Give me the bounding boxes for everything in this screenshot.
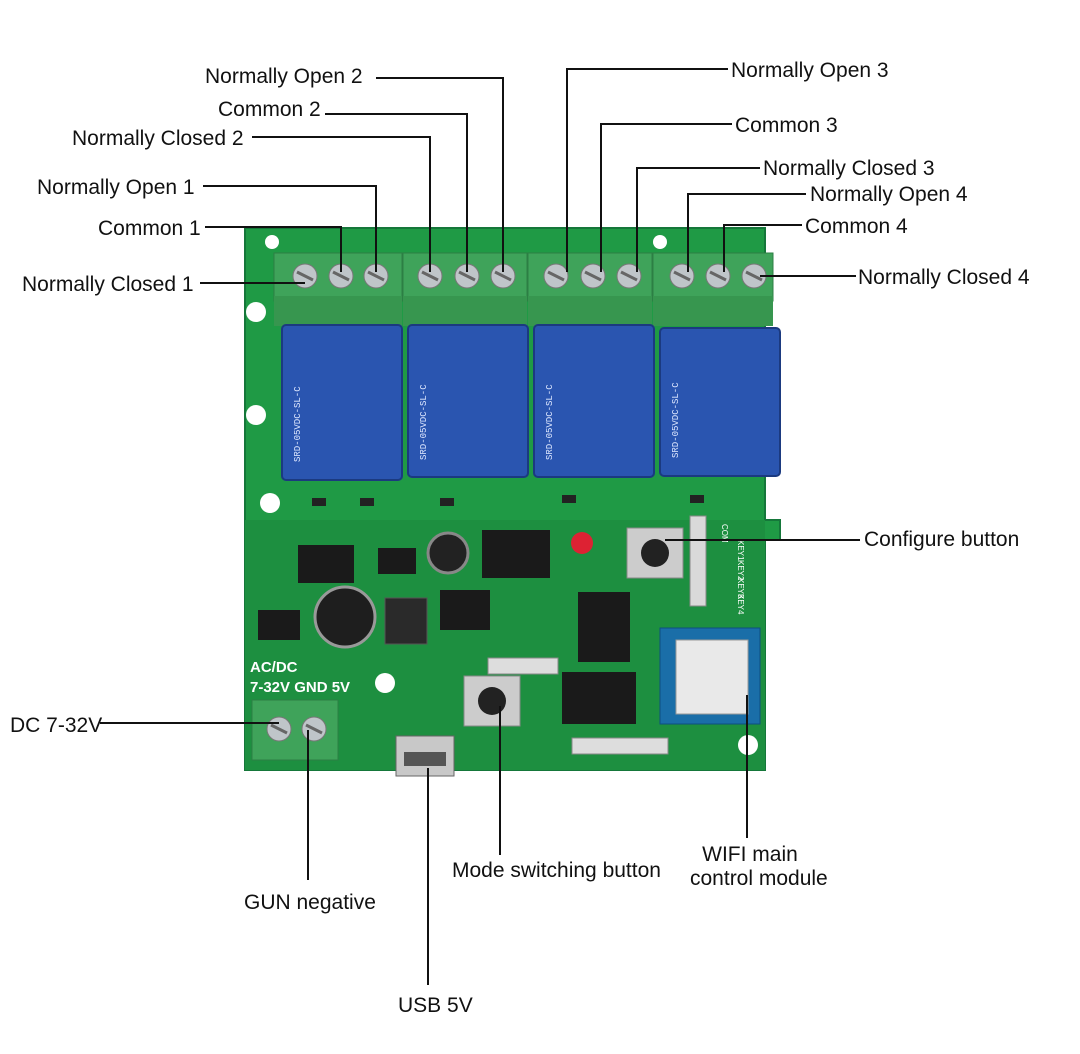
leader-lines [100,68,860,985]
mount-hole [653,235,667,249]
leader-no4 [687,193,806,272]
terminal-block-3 [527,252,653,326]
mode-tact-switch [463,675,521,727]
ic-chip [440,590,490,630]
mount-hole [246,405,266,425]
mount-hole [246,302,266,322]
red-led [571,532,593,554]
smd-part [562,495,576,503]
relay-model-text: SRD-05VDC-SL-C [545,384,555,460]
ic-chip [378,548,416,574]
micro-usb-opening [404,752,446,766]
leader-no1 [203,185,377,272]
label-usb-5v: USB 5V [398,994,473,1017]
smd-part [690,495,704,503]
label-configure-button: Configure button [864,528,1020,551]
pin-header [571,737,669,755]
label-wifi-main: WIFI main [702,843,798,866]
label-common-3: Common 3 [735,114,838,137]
terminal-block-1 [273,252,403,326]
leader-nc2 [252,136,431,272]
label-normally-open-2: Normally Open 2 [205,65,363,88]
key-label: KEY3 [736,578,745,599]
key-header-labels: COM KEY1 KEY2 KEY3 KEY4 [720,524,745,615]
leader-com4 [723,224,802,272]
silkscreen-acdc: AC/DC [250,659,298,676]
relay-model-text: SRD-05VDC-SL-C [293,386,303,462]
leader-com1 [205,226,342,272]
mode-tact-cap [478,687,506,715]
wifi-module-shield [675,639,749,715]
terminal-block-2 [402,252,528,326]
label-normally-open-4: Normally Open 4 [810,183,968,206]
label-normally-closed-2: Normally Closed 2 [72,127,244,150]
label-normally-open-1: Normally Open 1 [37,176,195,199]
label-common-1: Common 1 [98,217,201,240]
mount-hole [260,493,280,513]
label-normally-closed-3: Normally Closed 3 [763,157,935,180]
label-wifi-control-module: control module [690,867,828,890]
terminal-block-4 [652,252,774,326]
label-normally-open-3: Normally Open 3 [731,59,889,82]
ic-chip [562,672,636,724]
label-common-2: Common 2 [218,98,321,121]
leader-no2 [376,77,504,272]
smd-part [440,498,454,506]
ic-chip [482,530,550,578]
mount-hole [375,673,395,693]
relay-1: SRD-05VDC-SL-C [281,324,403,481]
smd-part [360,498,374,506]
label-normally-closed-4: Normally Closed 4 [858,266,1030,289]
ic-chip [298,545,354,583]
relay-2: SRD-05VDC-SL-C [407,324,529,478]
ic-chip [578,592,630,662]
label-common-4: Common 4 [805,215,908,238]
mount-hole [265,235,279,249]
leader-nc3 [636,167,760,272]
relay-3: SRD-05VDC-SL-C [533,324,655,478]
label-mode-switching-button: Mode switching button [452,859,661,882]
leader-com3 [600,123,732,272]
relay-4: SRD-05VDC-SL-C [659,327,781,477]
label-normally-closed-1: Normally Closed 1 [22,273,194,296]
label-gun-negative: GUN negative [244,891,376,914]
key-label: KEY1 [736,540,745,561]
capacitor [426,531,470,575]
label-dc-input: DC 7-32V [10,714,103,737]
key-label: KEY2 [736,560,745,581]
ic-chip [258,610,300,640]
leader-no3 [566,68,728,272]
smd-part [312,498,326,506]
relay-model-text: SRD-05VDC-SL-C [419,384,429,460]
silkscreen-voltage: 7-32V GND 5V [250,679,350,696]
pin-header [487,657,559,675]
key-label: COM [720,524,729,543]
inductor [384,597,428,645]
configure-tact-cap [641,539,669,567]
key-label: KEY4 [736,594,745,615]
key-header [689,515,707,607]
relay-model-text: SRD-05VDC-SL-C [671,382,681,458]
capacitor [313,585,377,649]
leader-com2 [325,113,468,272]
